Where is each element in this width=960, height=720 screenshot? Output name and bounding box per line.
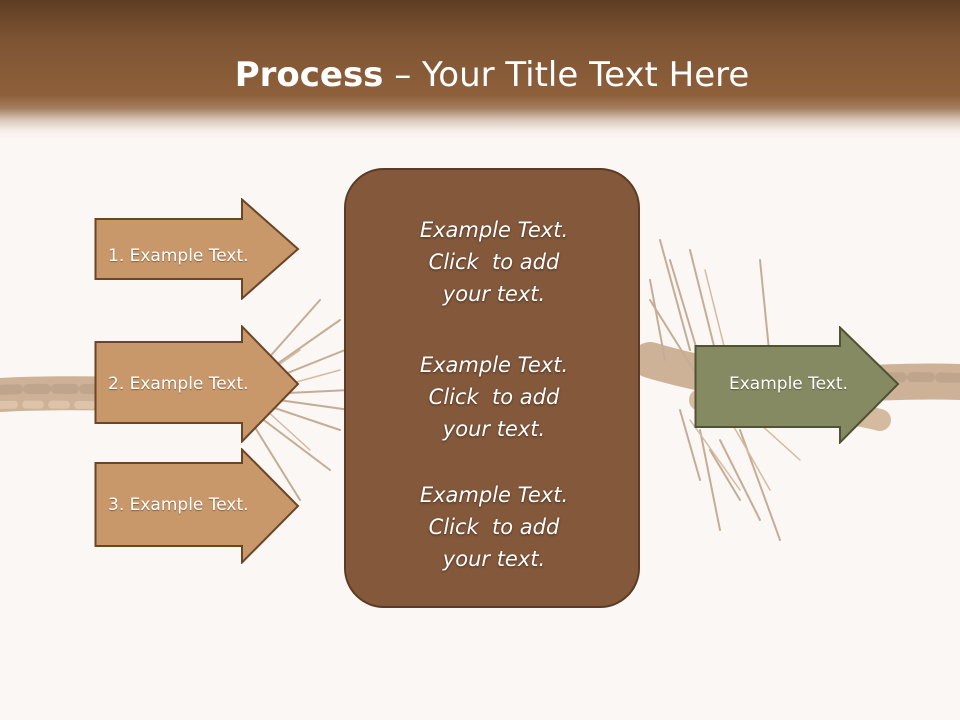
process-paragraph-1: Example Text. Click to add your text. xyxy=(346,214,642,310)
title-bold: Process xyxy=(234,55,384,95)
process-box[interactable]: Example Text. Click to add your text. Ex… xyxy=(344,168,640,608)
output-arrow-label: Example Text. xyxy=(729,374,848,394)
title-rest: – Your Title Text Here xyxy=(383,55,750,95)
process-paragraph-3: Example Text. Click to add your text. xyxy=(346,479,642,575)
input-arrow-1-label: 1. Example Text. xyxy=(108,246,249,266)
input-arrow-1[interactable] xyxy=(94,198,300,300)
process-paragraph-3-line-2: Click to add xyxy=(428,515,560,539)
process-paragraph-1-line-3: your text. xyxy=(442,282,546,306)
process-paragraph-2-line-2: Click to add xyxy=(428,385,560,409)
process-paragraph-2: Example Text. Click to add your text. xyxy=(346,349,642,445)
slide-title[interactable]: Process – Your Title Text Here xyxy=(0,52,960,98)
input-arrow-3-label: 3. Example Text. xyxy=(108,495,249,515)
output-arrow[interactable] xyxy=(694,326,900,444)
title-banner: Process – Your Title Text Here xyxy=(0,0,960,138)
process-paragraph-1-line-1: Example Text. xyxy=(419,218,569,242)
process-paragraph-3-line-3: your text. xyxy=(442,547,546,571)
input-arrow-3[interactable] xyxy=(94,448,300,564)
input-arrow-2-label: 2. Example Text. xyxy=(108,374,249,394)
input-arrow-2[interactable] xyxy=(94,325,300,443)
process-paragraph-2-line-3: your text. xyxy=(442,417,546,441)
process-paragraph-2-line-1: Example Text. xyxy=(419,353,569,377)
process-paragraph-1-line-2: Click to add xyxy=(428,250,560,274)
process-paragraph-3-line-1: Example Text. xyxy=(419,483,569,507)
